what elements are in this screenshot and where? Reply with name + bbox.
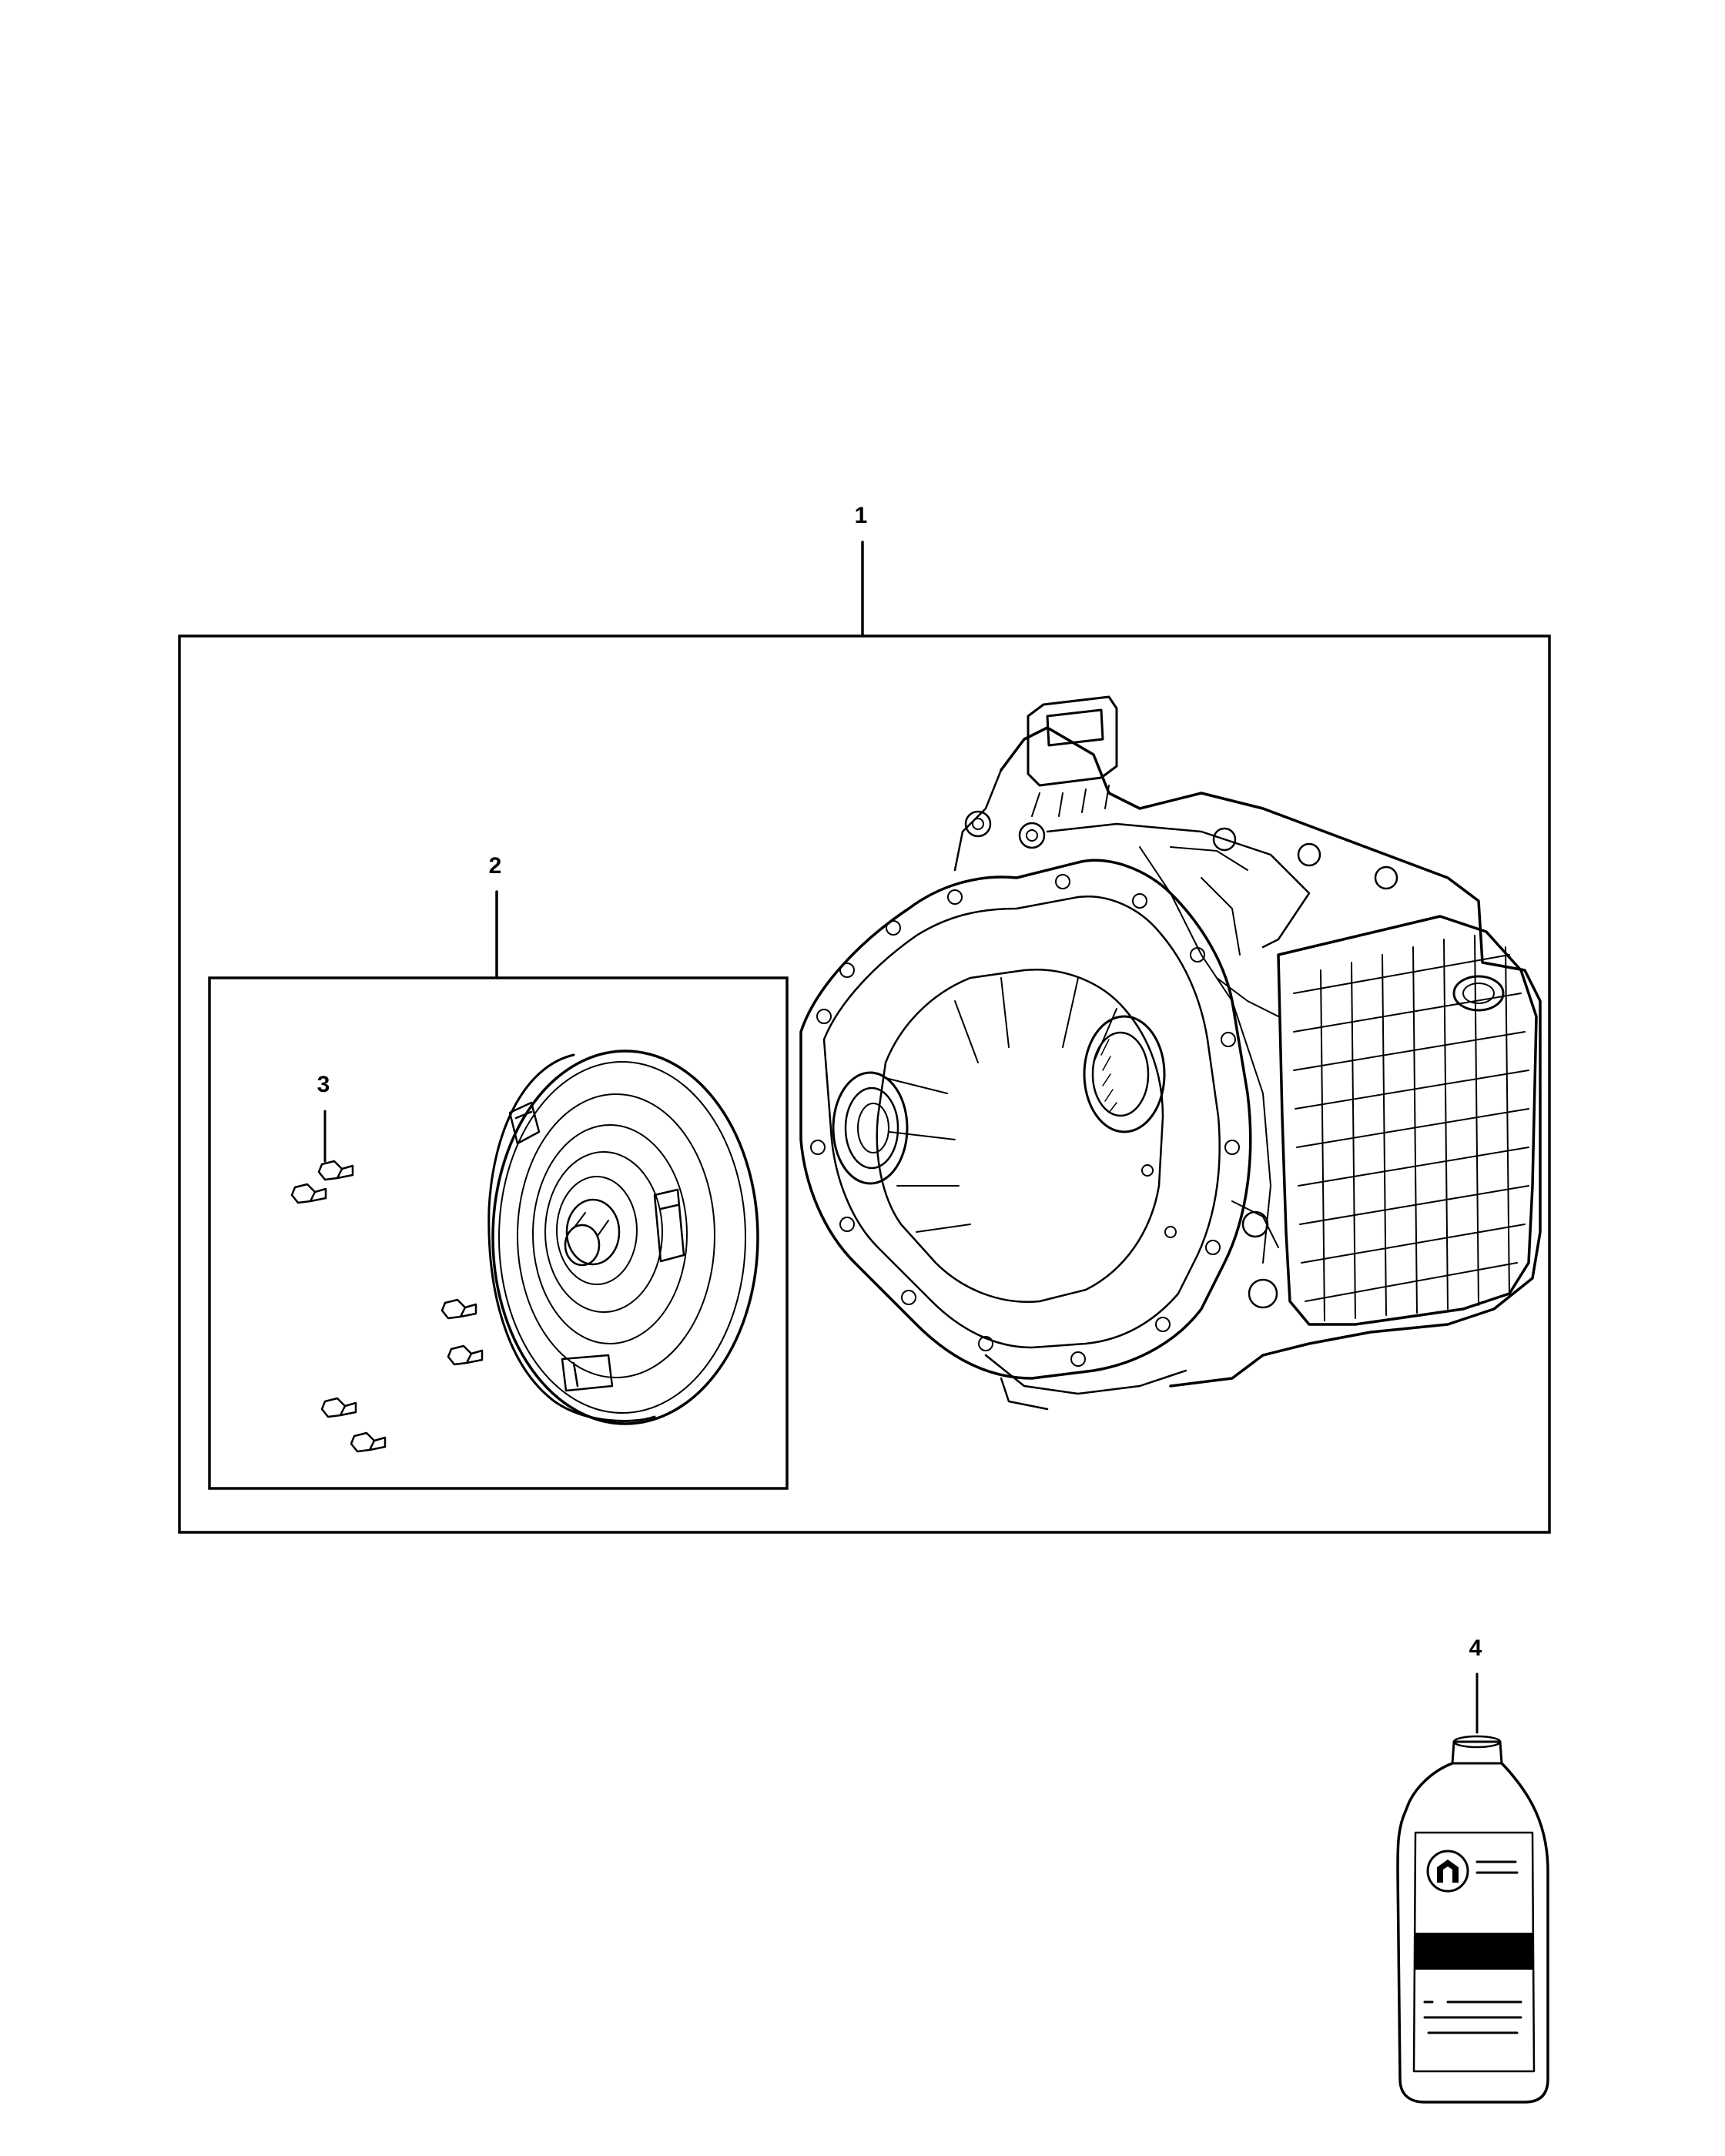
- callout-3-label: 3: [317, 1072, 330, 1097]
- bottle-label-lines-top: [1475, 1860, 1519, 1874]
- assembly-frame: [178, 634, 1551, 1534]
- converter-lug-top: [508, 1101, 541, 1145]
- bolt-3: [440, 1298, 477, 1320]
- torque-converter-frame: [208, 976, 789, 1490]
- input-shaft-splines: [1100, 1039, 1117, 1113]
- torque-converter-illustration[interactable]: [487, 1050, 759, 1425]
- fill-cap-inner: [1462, 983, 1495, 1004]
- callout-4[interactable]: 4: [1469, 1635, 1482, 1734]
- converter-lug-bottom: [561, 1354, 614, 1392]
- case-details: [1139, 846, 1279, 1264]
- mopar-logo-icon: [1426, 1850, 1469, 1893]
- callout-1-label: 1: [855, 503, 868, 528]
- left-axle-seal-mid: [844, 1086, 899, 1170]
- transmission-illustration[interactable]: [799, 695, 1542, 1411]
- input-shaft-mid: [1091, 1031, 1150, 1117]
- converter-lug-right: [653, 1188, 685, 1263]
- converter-hub-inner: [564, 1224, 601, 1267]
- callout-4-label: 4: [1469, 1635, 1482, 1661]
- case-top-edge: [953, 768, 1311, 949]
- bell-housing-cavity: [876, 969, 1164, 1303]
- transmission-case: [1000, 726, 1542, 1388]
- converter-rim-inner: [498, 1061, 746, 1414]
- valve-body-cover: [1277, 915, 1538, 1326]
- converter-hub-outer: [565, 1198, 621, 1266]
- bell-housing-flange: [822, 896, 1221, 1349]
- converter-ring-2: [532, 1124, 688, 1344]
- valve-body-grid: [1293, 935, 1529, 1321]
- bell-housing-outline: [799, 859, 1252, 1380]
- converter-ring-3: [544, 1151, 663, 1313]
- lower-mount: [984, 1354, 1187, 1411]
- fill-cap: [1452, 975, 1505, 1012]
- callout-2[interactable]: 2: [489, 853, 502, 979]
- converter-hub-shaft: [573, 1212, 609, 1237]
- bottle-label-panel: [1412, 1831, 1536, 2073]
- converter-face: [491, 1050, 759, 1425]
- fluid-bottle-illustration[interactable]: [1396, 1735, 1549, 2104]
- connector-ribs: [1031, 785, 1110, 817]
- bottle-label-lines-bottom: [1423, 2000, 1522, 2034]
- callout-2-label: 2: [489, 853, 502, 879]
- bolt-6: [350, 1431, 387, 1453]
- bolt-2: [290, 1183, 327, 1204]
- left-axle-seal-inner: [857, 1103, 889, 1153]
- left-axle-seal-outer: [832, 1071, 909, 1185]
- flange-bolt-bosses: [810, 874, 1240, 1367]
- electrical-connector: [1027, 695, 1118, 787]
- bottle-body: [1396, 1762, 1549, 2104]
- case-bosses: [964, 810, 1398, 1309]
- bolt-group[interactable]: [290, 1160, 484, 1453]
- converter-ring-4: [556, 1176, 638, 1285]
- callout-1[interactable]: 1: [855, 503, 868, 638]
- converter-ring-1: [517, 1093, 715, 1378]
- bottle-cap-top: [1452, 1735, 1502, 1749]
- housing-ribs: [885, 977, 1117, 1233]
- bolt-1: [317, 1160, 354, 1181]
- callout-3[interactable]: 3: [317, 1072, 330, 1163]
- bottle-label-band: [1415, 1933, 1534, 1970]
- bolt-4: [447, 1344, 484, 1366]
- bolt-5: [320, 1397, 357, 1418]
- input-shaft-outer: [1083, 1015, 1166, 1133]
